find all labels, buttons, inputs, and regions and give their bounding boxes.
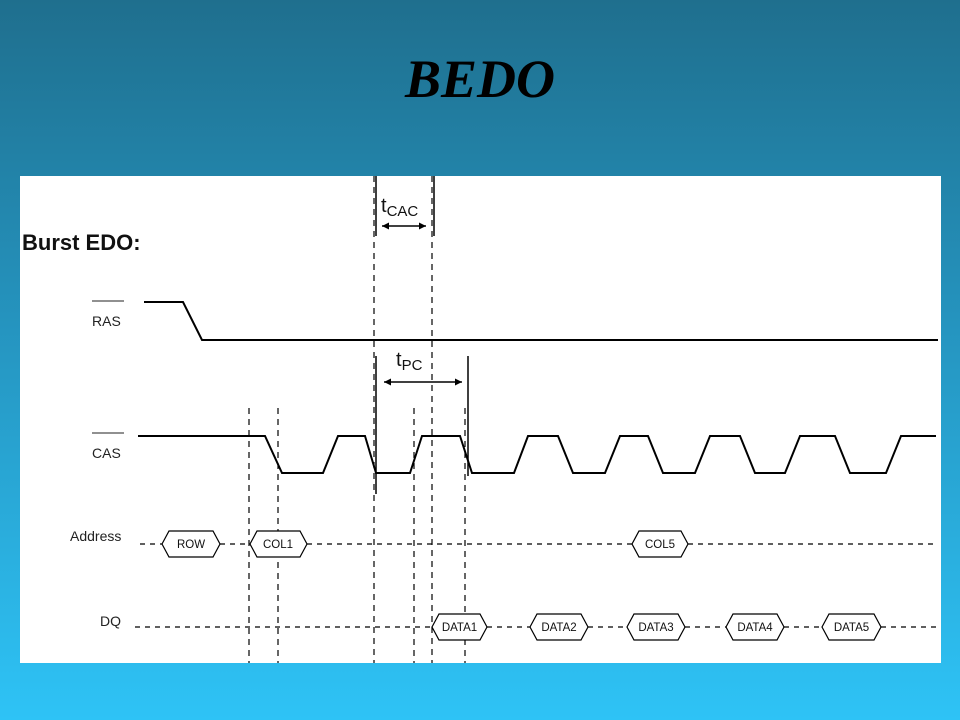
svg-text:DATA4: DATA4: [737, 622, 773, 634]
diagram-title: Burst EDO:: [22, 230, 141, 255]
address-box-col1: COL1: [249, 530, 308, 558]
svg-text:COL1: COL1: [263, 539, 293, 551]
svg-text:DATA2: DATA2: [541, 622, 576, 634]
address-box-row: ROW: [161, 530, 221, 558]
dq-label: DQ: [100, 613, 121, 629]
svg-text:CAS: CAS: [92, 445, 121, 461]
tpc-annotation: tPC: [384, 349, 462, 386]
data-box-5: DATA5: [821, 613, 882, 641]
svg-text:RAS: RAS: [92, 313, 121, 329]
data-box-4: DATA4: [725, 613, 785, 641]
slide-title: BEDO: [404, 49, 556, 109]
ras-waveform: [144, 301, 938, 341]
data-box-1: DATA1: [431, 613, 488, 641]
tcac-annotation: tCAC: [381, 195, 426, 230]
svg-text:DATA3: DATA3: [638, 622, 673, 634]
data-box-3: DATA3: [626, 613, 686, 641]
timing-markers: [248, 176, 469, 663]
cas-label: CAS: [92, 432, 124, 461]
svg-text:COL5: COL5: [645, 539, 675, 551]
svg-text:tCAC: tCAC: [381, 195, 418, 220]
svg-text:DATA1: DATA1: [442, 622, 477, 634]
address-label: Address: [70, 528, 121, 544]
ras-label: RAS: [92, 300, 124, 329]
data-box-2: DATA2: [529, 613, 589, 641]
timing-diagram: Burst EDO: RAS CAS Address DQ tCAC: [20, 176, 941, 663]
svg-text:DATA5: DATA5: [834, 622, 869, 634]
svg-text:tPC: tPC: [396, 349, 423, 374]
svg-text:ROW: ROW: [177, 539, 205, 551]
address-box-col5: COL5: [631, 530, 689, 558]
cas-waveform: [138, 435, 936, 474]
